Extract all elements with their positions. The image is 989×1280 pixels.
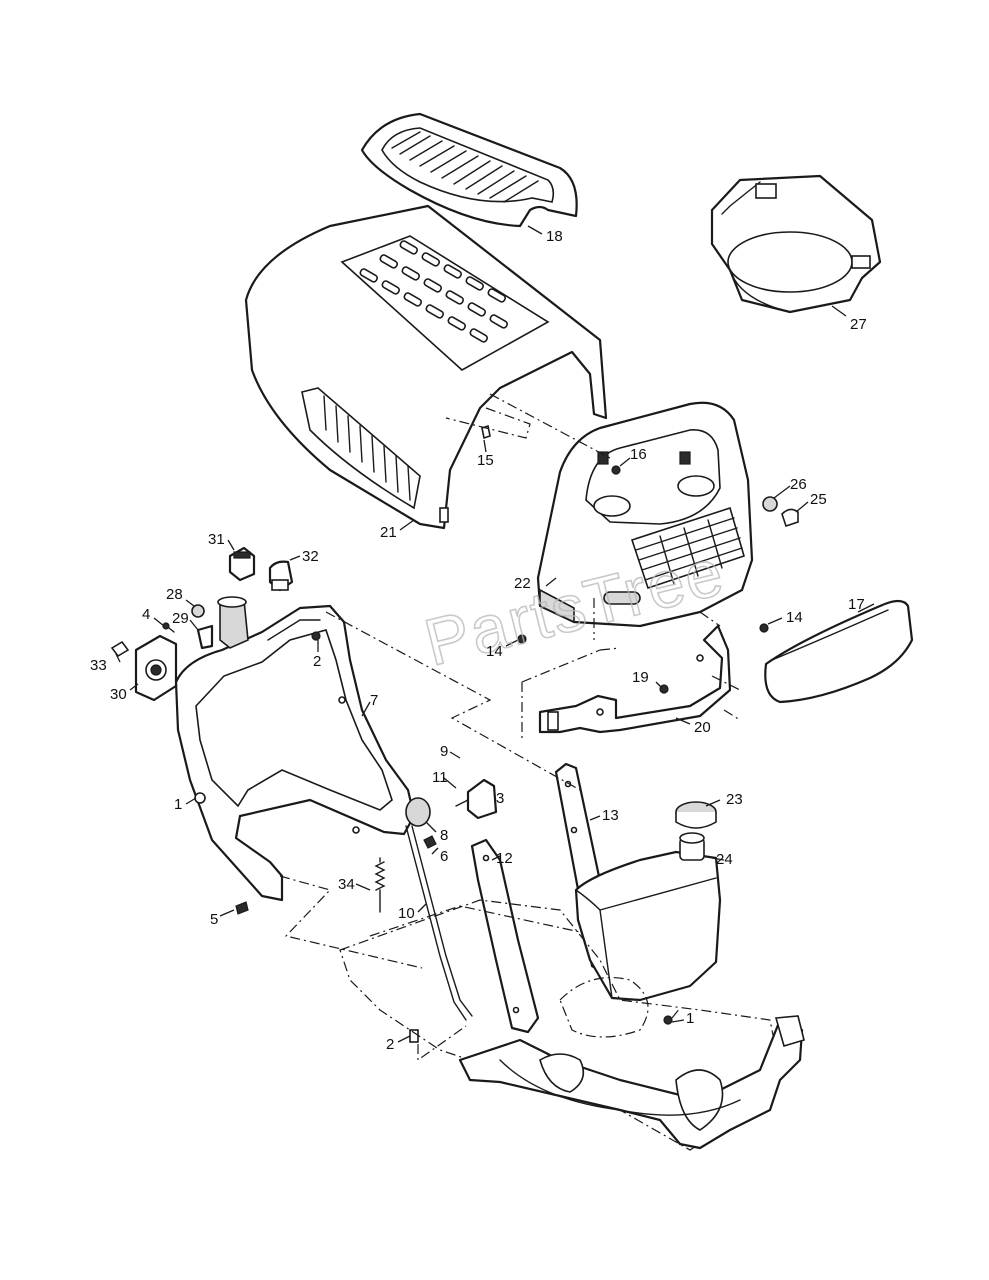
callout-27: 27 (850, 316, 867, 333)
part-20-front-bracket[interactable] (538, 624, 732, 734)
callout-5: 5 (210, 911, 218, 928)
callout-10: 10 (398, 905, 415, 922)
callout-22: 22 (514, 575, 531, 592)
part-32-switch[interactable] (268, 560, 294, 592)
part-6-screw[interactable] (423, 835, 437, 849)
part-18-hood-insert[interactable] (360, 112, 578, 228)
leader-lines (115, 225, 875, 1043)
part-14-nut-left[interactable] (517, 634, 527, 644)
callout-16: 16 (630, 446, 647, 463)
part-24-fuel-tank[interactable] (574, 832, 722, 1002)
callout-25: 25 (810, 491, 827, 508)
callout-32: 32 (302, 548, 319, 565)
part-22-grille-nose[interactable] (536, 401, 754, 628)
callout-14-left: 14 (486, 643, 503, 660)
part-14-nut-right[interactable] (759, 623, 769, 633)
callout-numbers: 18 27 15 16 26 25 21 31 32 22 28 4 29 2 … (90, 228, 867, 1053)
callout-1-right: 1 (686, 1010, 694, 1027)
callout-19: 19 (632, 669, 649, 686)
callout-21: 21 (380, 524, 397, 541)
part-19-nut[interactable] (659, 684, 669, 694)
callout-8: 8 (440, 827, 448, 844)
callout-2-lower: 2 (386, 1036, 394, 1053)
callout-20: 20 (694, 719, 711, 736)
part-1-screw-right[interactable] (663, 1015, 673, 1025)
callout-29: 29 (172, 610, 189, 627)
part-29-knob[interactable] (196, 624, 214, 650)
part-34-spring[interactable] (374, 857, 386, 913)
callout-28: 28 (166, 586, 183, 603)
part-31-switch[interactable] (228, 546, 256, 582)
part-17-bumper-trim[interactable] (764, 599, 914, 704)
part-26-nut[interactable] (762, 496, 778, 512)
tractor-frame (339, 899, 805, 1151)
part-5-screw[interactable] (235, 901, 249, 915)
part-2-screw-lower[interactable] (409, 1029, 419, 1043)
part-7-dash-panel[interactable] (174, 596, 416, 902)
part-25-bolt[interactable] (781, 508, 799, 528)
callout-11: 11 (432, 769, 448, 786)
part-33-key[interactable] (110, 640, 130, 658)
part-10-rod[interactable] (405, 825, 473, 1021)
callout-24: 24 (716, 851, 733, 868)
part-27-cup-tray[interactable] (710, 174, 882, 314)
callout-7: 7 (370, 692, 378, 709)
callout-4: 4 (142, 606, 150, 623)
callout-33: 33 (90, 657, 107, 674)
part-23-fuel-cap[interactable] (675, 801, 717, 829)
callout-14-right: 14 (786, 609, 803, 626)
callout-13: 13 (602, 807, 619, 824)
part-12-bracket[interactable] (470, 838, 540, 1034)
part-30-switch-module[interactable] (134, 634, 178, 702)
part-16-nut[interactable] (611, 465, 621, 475)
part-28-nut[interactable] (191, 604, 205, 618)
part-2-screw-upper[interactable] (311, 631, 321, 641)
callout-9: 9 (440, 743, 448, 760)
callout-30: 30 (110, 686, 127, 703)
callout-15: 15 (477, 452, 494, 469)
part-9-bracket[interactable] (466, 778, 498, 820)
callout-3: 3 (496, 790, 504, 807)
callout-2-upper: 2 (313, 653, 321, 670)
part-21-hood[interactable] (244, 204, 608, 530)
callout-31: 31 (208, 531, 225, 548)
callout-34: 34 (338, 876, 355, 893)
callout-17: 17 (848, 596, 865, 613)
callout-6: 6 (440, 848, 448, 865)
part-8-knob[interactable] (405, 797, 431, 827)
callout-1-left: 1 (174, 796, 182, 813)
callout-18: 18 (546, 228, 563, 245)
alignment-lines (279, 393, 741, 1062)
callout-12: 12 (496, 850, 513, 867)
callout-26: 26 (790, 476, 807, 493)
part-1-screw-left[interactable] (194, 792, 206, 804)
callout-23: 23 (726, 791, 743, 808)
